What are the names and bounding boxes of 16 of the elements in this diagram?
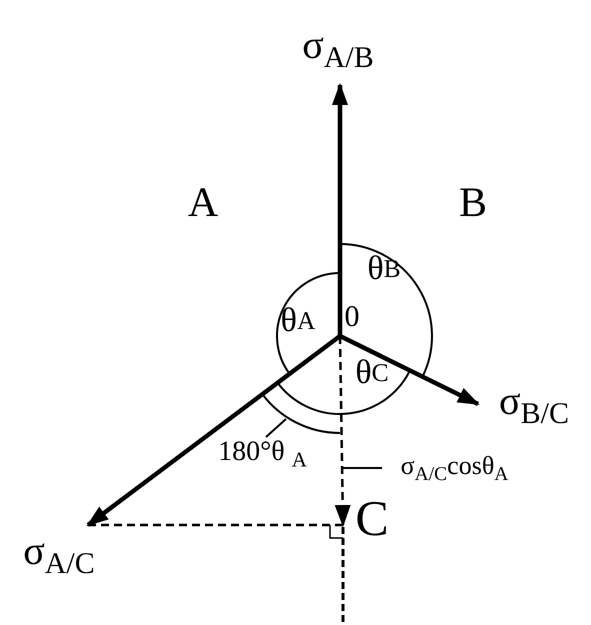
dashed-arrow [334, 336, 351, 527]
vector-label: σ$_{A/B}$ [278, 12, 398, 85]
leader-line [343, 467, 382, 469]
vector-label: σ$_{A/C}$ [0, 527, 118, 583]
vector-arrow [86, 334, 342, 527]
region-label: B [458, 179, 488, 228]
region-label: A [186, 179, 220, 228]
angle-arc [261, 393, 340, 434]
vector-label: σ$_{B/C}$ [480, 380, 588, 430]
angle-label: 180°θ $_{A}$ [205, 436, 320, 472]
point-label: C [350, 492, 394, 544]
projection-label: σ$_{A/C}$cosθ$_{A}$ [382, 450, 527, 488]
origin-label: 0 [342, 298, 362, 336]
vector-arrow [339, 334, 480, 406]
dashed-line [88, 524, 343, 526]
vector-arrow [332, 83, 348, 336]
